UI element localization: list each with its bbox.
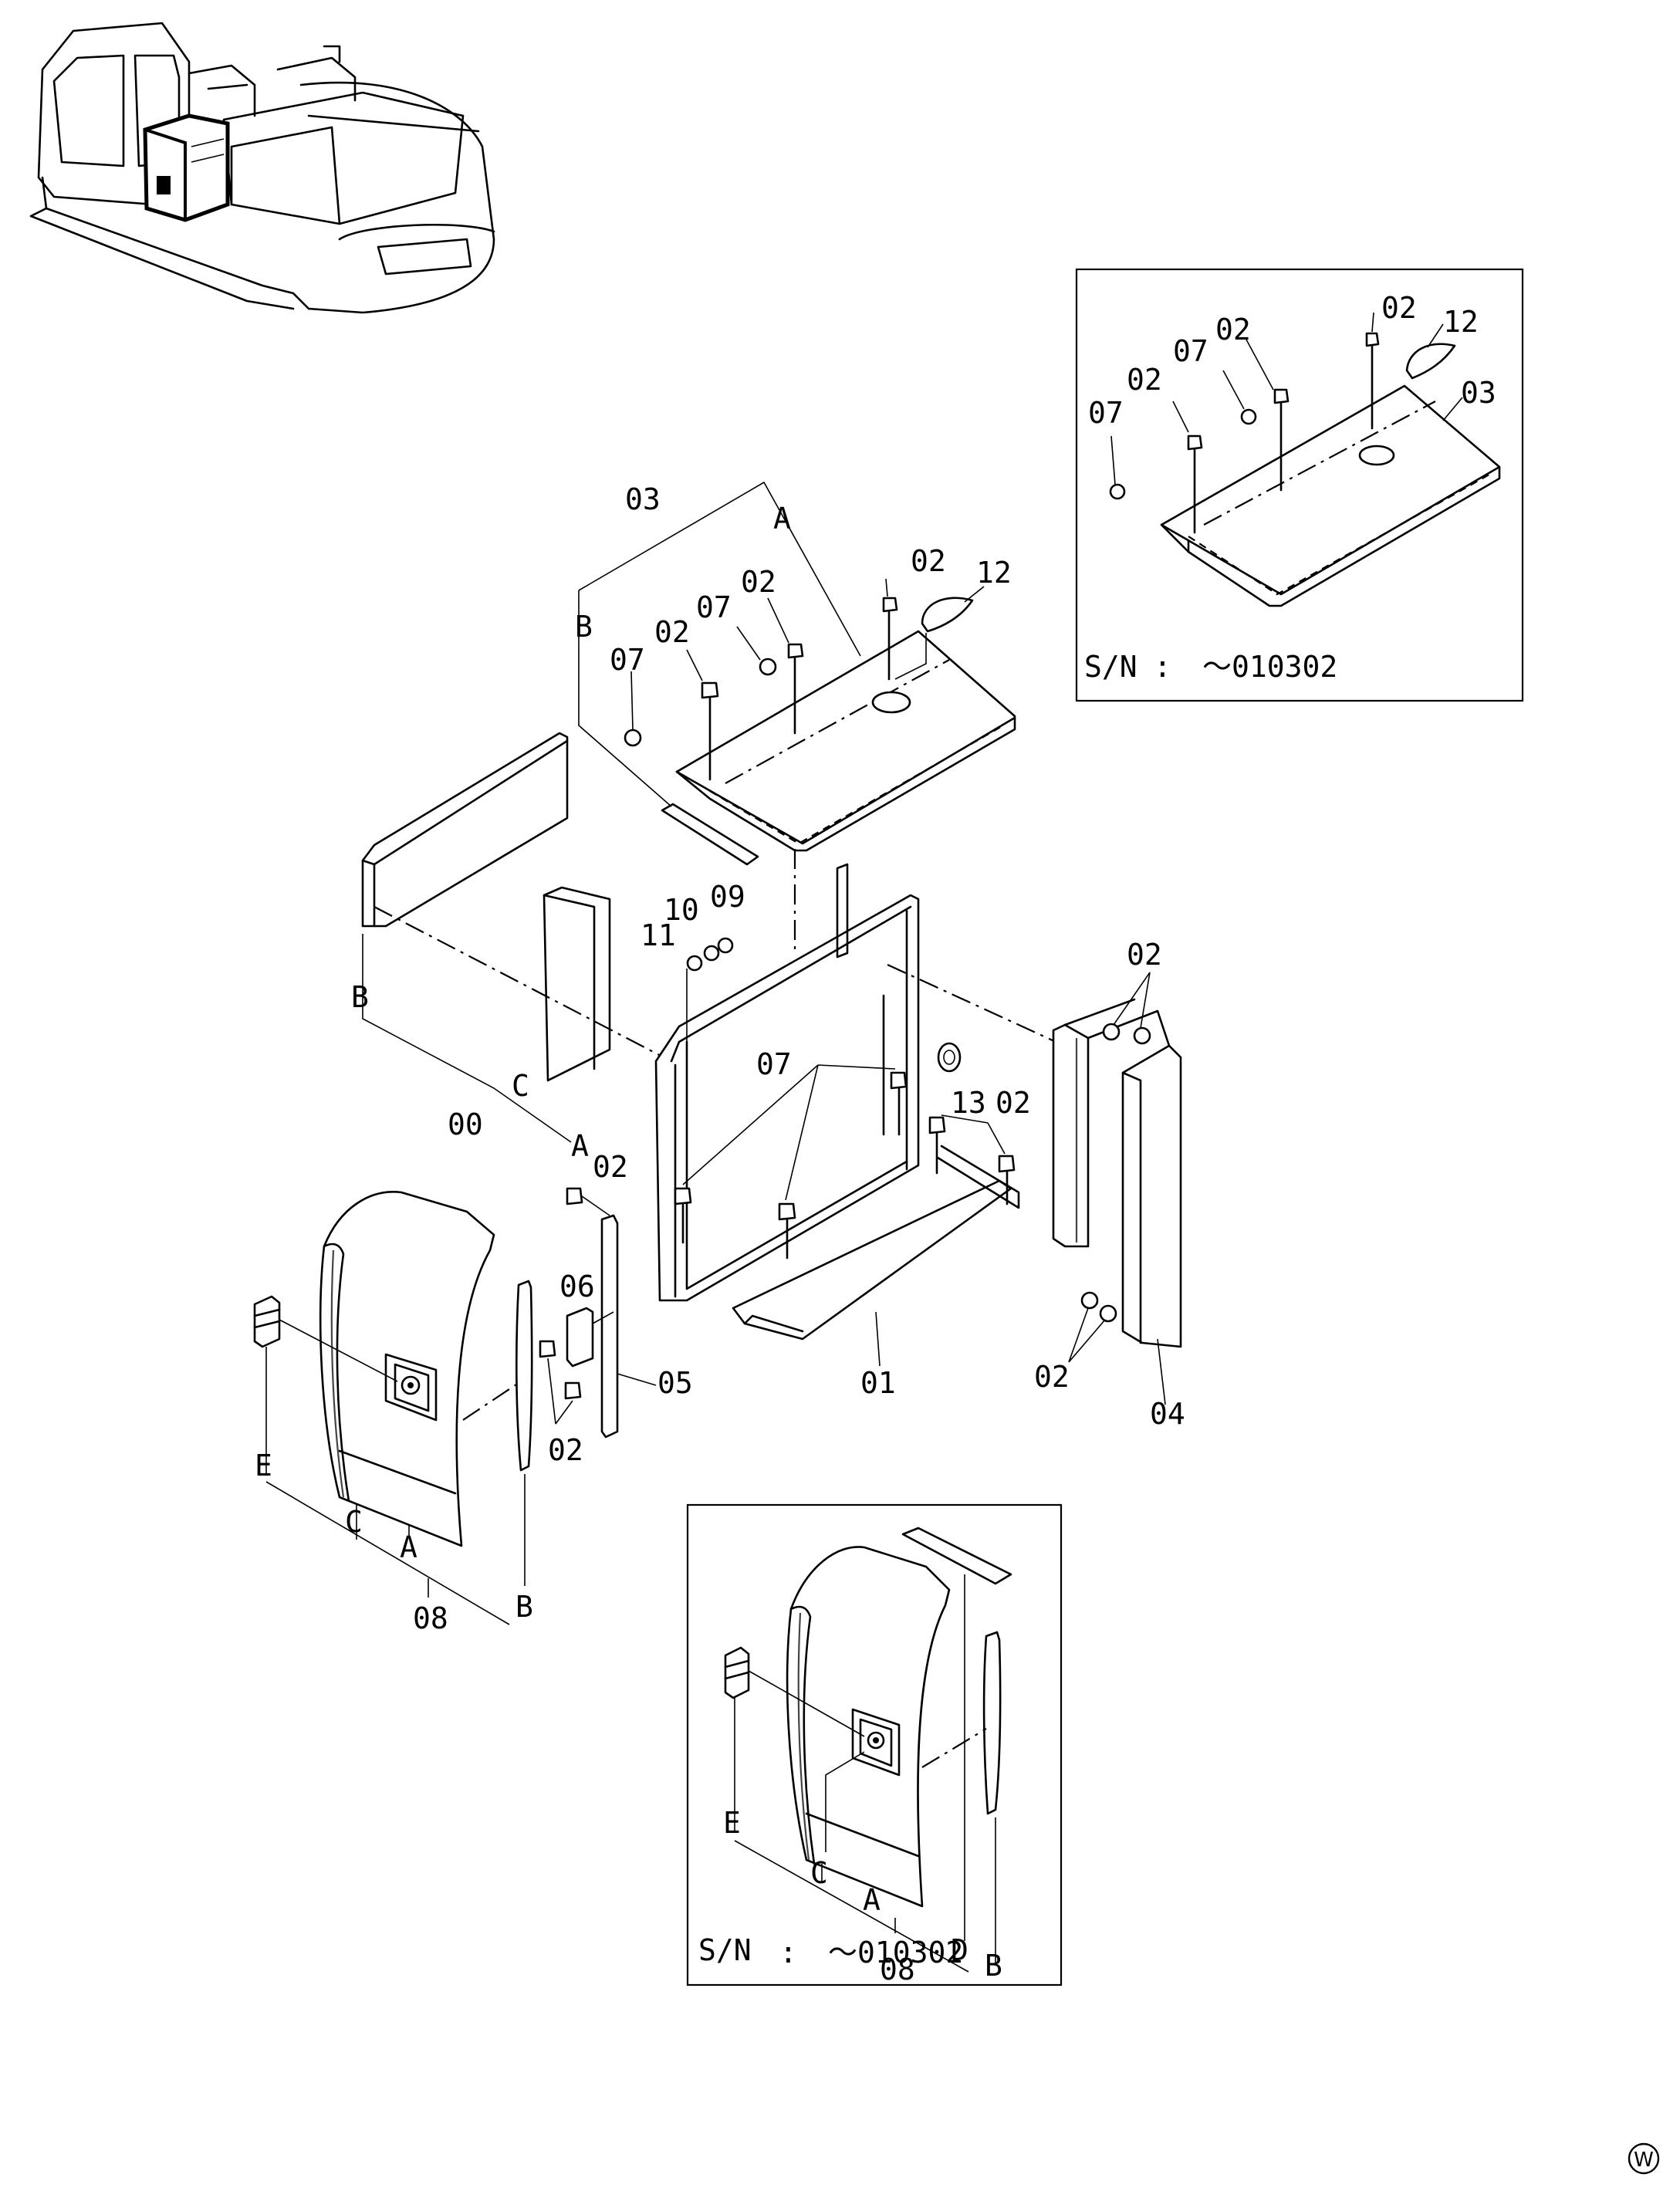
letter-E: E — [255, 1449, 272, 1483]
callout-03: 03 — [1461, 376, 1496, 410]
callout-02: 02 — [1127, 938, 1162, 972]
callout-07: 07 — [1088, 396, 1124, 430]
letter-B: B — [985, 1949, 1002, 1983]
callout-12: 12 — [976, 556, 1012, 590]
corner-mark: W — [1628, 2142, 1660, 2175]
frame-part-01 — [654, 894, 920, 1302]
callout-00: 00 — [448, 1107, 483, 1141]
sn-range: ～010302 — [1202, 650, 1337, 684]
sn-label: S/N — [698, 1933, 752, 1967]
sn-range: ～010302 — [828, 1936, 963, 1970]
corner-mark-letter: W — [1634, 2149, 1654, 2172]
letter-A: A — [400, 1530, 417, 1564]
inset-bottom-center: E C A 08 D B S/N — [686, 1503, 1063, 1986]
letter-C: C — [512, 1069, 529, 1103]
letter-A: A — [773, 502, 791, 536]
callout-02: 02 — [654, 615, 690, 649]
sn-label: S/N — [1084, 650, 1137, 684]
callout-06: 06 — [559, 1270, 595, 1303]
callout-13: 13 — [951, 1086, 986, 1120]
excavator-overview — [29, 22, 495, 314]
callout-07: 07 — [756, 1047, 792, 1081]
callout-02: 02 — [1127, 363, 1162, 397]
callout-02: 02 — [911, 544, 946, 578]
letter-A: A — [571, 1129, 589, 1163]
letter-E: E — [723, 1806, 741, 1840]
callout-02: 02 — [548, 1433, 583, 1467]
bracket-part-06 — [566, 1307, 594, 1368]
letter-B: B — [515, 1590, 533, 1624]
callout-07: 07 — [696, 590, 732, 624]
callout-07: 07 — [610, 643, 645, 677]
main-exploded-view: 03 A B 07 02 07 02 02 12 11 10 09 B C 00… — [253, 481, 1185, 1635]
callout-02: 02 — [1215, 313, 1251, 347]
corner-mark-circle — [1628, 2142, 1660, 2175]
inset-frame — [686, 1503, 1063, 1986]
letter-C: C — [810, 1856, 828, 1890]
callout-09: 09 — [710, 880, 745, 914]
side-panel-part-04 — [1052, 1023, 1090, 1248]
letter-B: B — [575, 610, 593, 644]
letter-A: A — [863, 1883, 881, 1917]
letter-D: D — [951, 1933, 968, 1967]
callout-04: 04 — [1150, 1397, 1185, 1431]
callout-08: 08 — [880, 1953, 915, 1986]
sn-colon: : — [1154, 650, 1171, 684]
callout-02: 02 — [593, 1150, 628, 1184]
inset-frame — [1075, 268, 1524, 702]
callout-11: 11 — [641, 918, 676, 952]
inset-top-right: 07 02 07 02 02 12 03 S/N : ～010302 — [1075, 268, 1524, 702]
callout-02: 02 — [741, 565, 776, 599]
callout-12: 12 — [1443, 305, 1479, 339]
callout-02: 02 — [1034, 1360, 1070, 1394]
callout-08: 08 — [413, 1601, 448, 1635]
callout-02: 02 — [995, 1086, 1031, 1120]
callout-05: 05 — [657, 1366, 693, 1400]
side-panel-part-00 — [361, 732, 569, 928]
callout-10: 10 — [664, 893, 699, 927]
inset-bottom-sn: : ～010302 — [779, 1936, 963, 1970]
callout-07: 07 — [1173, 334, 1208, 368]
letter-B: B — [351, 980, 369, 1014]
plate-part-05 — [600, 1214, 619, 1439]
letter-C: C — [345, 1505, 363, 1539]
callout-02: 02 — [1381, 291, 1417, 325]
sn-colon: : — [779, 1936, 797, 1970]
top-cover-part-03 — [675, 630, 1016, 852]
callout-03: 03 — [625, 482, 661, 516]
callout-01: 01 — [860, 1366, 896, 1400]
